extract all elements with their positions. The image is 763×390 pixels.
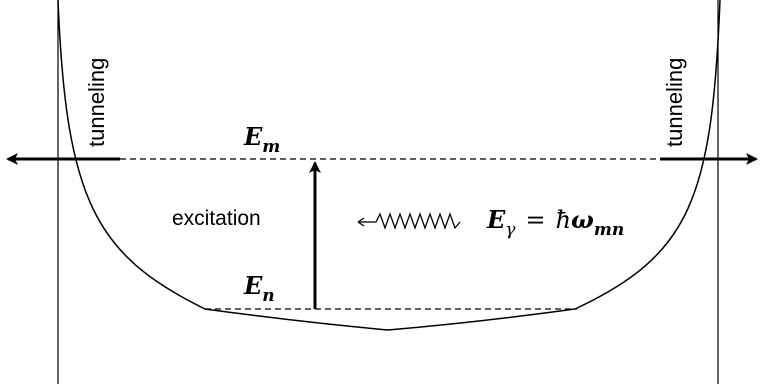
upper-level-symbol: E xyxy=(243,122,263,151)
excitation-label: excitation xyxy=(172,207,261,230)
wavy-photon-arrow-icon xyxy=(357,212,461,230)
photon-energy-omega-subscript: mn xyxy=(594,220,624,240)
potential-well-curve xyxy=(57,0,721,331)
lower-level-subscript: n xyxy=(262,286,274,306)
upper-level-subscript: m xyxy=(262,137,280,157)
tunneling-label-left: tunneling xyxy=(84,58,109,147)
photon-energy-equals: = xyxy=(525,206,545,234)
photon-energy-omega: ω xyxy=(571,205,594,234)
photon-energy-subscript: γ xyxy=(505,220,516,240)
lower-level-symbol: E xyxy=(243,271,263,300)
tunneling-label-right: tunneling xyxy=(662,58,687,147)
photon-energy-equation: Eγ = ħωmn xyxy=(486,205,624,240)
upper-level-label: Em xyxy=(243,122,280,157)
photon-energy-hbar: ħ xyxy=(556,206,571,234)
lower-level-label: En xyxy=(243,271,275,306)
photon-energy-symbol: E xyxy=(486,205,506,234)
